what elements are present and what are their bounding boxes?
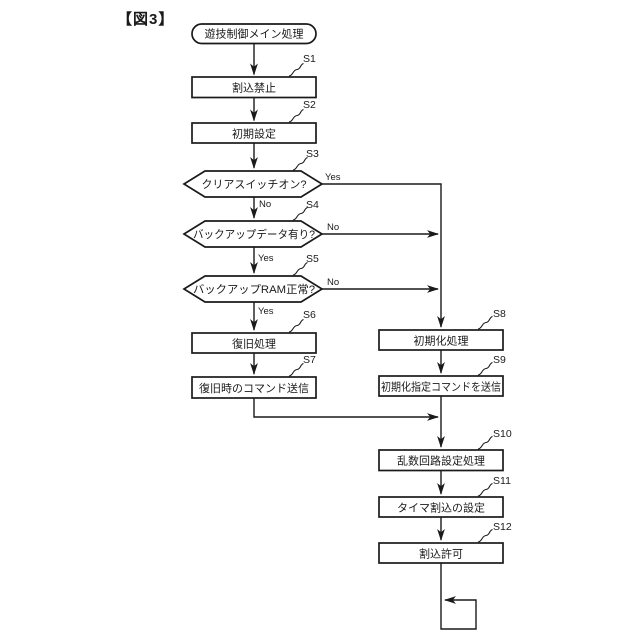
node-s2: 初期設定 S2: [191, 99, 317, 144]
edge-s12-loopback: [440, 563, 477, 630]
node-s10-step-id: S10: [493, 428, 512, 440]
node-s8-leader-line: [477, 315, 493, 330]
node-start: 遊技制御メイン処理: [191, 23, 317, 45]
node-s7-leader-line: [288, 362, 304, 377]
node-s12-step-id: S12: [493, 521, 512, 533]
node-s7-label: 復旧時のコマンド送信: [199, 381, 309, 395]
node-s10: 乱数回路設定処理 S10: [378, 428, 512, 472]
node-s4-step-id: S4: [306, 199, 319, 211]
edge-s7-merge: [253, 398, 439, 421]
node-s11-shape: [378, 496, 504, 518]
node-s6-label: 復旧処理: [232, 338, 276, 351]
node-s6-step-id: S6: [303, 309, 316, 321]
node-s5: バックアップRAM正常? S5: [182, 253, 324, 303]
decision-s5-no-label: No: [327, 277, 339, 288]
node-s1: 割込禁止 S1: [191, 53, 317, 99]
node-s11-leader-line: [477, 482, 493, 497]
node-s9-step-id: S9: [493, 354, 506, 366]
figure-label: 【図3】: [117, 10, 174, 28]
node-s1-label: 割込禁止: [232, 81, 276, 95]
node-s2-shape: [191, 122, 317, 144]
node-s2-label: 初期設定: [232, 127, 276, 141]
node-s4: バックアップデータ有り? S4: [182, 199, 324, 248]
node-s5-leader-line: [292, 261, 308, 276]
node-s3-leader-line: [292, 156, 308, 171]
node-s6-leader-line: [288, 318, 304, 333]
start-terminal-label: 遊技制御メイン処理: [205, 27, 304, 41]
node-s3-label: クリアスイッチオン?: [201, 178, 306, 191]
node-s8-shape: [378, 329, 504, 351]
node-s12: 割込許可 S12: [378, 521, 512, 564]
node-s12-shape: [378, 542, 504, 564]
node-s8: 初期化処理 S8: [378, 308, 506, 351]
decision-s5-yes-label: Yes: [258, 306, 274, 317]
node-s8-step-id: S8: [493, 308, 506, 320]
decision-s3-no-label: No: [259, 199, 271, 210]
node-s5-shape: [182, 275, 324, 303]
node-s8-label: 初期化処理: [414, 334, 469, 348]
edge-s3-yes-s8: [322, 183, 445, 328]
node-s10-label: 乱数回路設定処理: [397, 454, 485, 468]
node-s1-shape: [191, 76, 317, 99]
node-s7-step-id: S7: [303, 354, 316, 366]
node-s11-step-id: S11: [493, 475, 511, 487]
branch-labels: Yes No No Yes No Yes: [258, 172, 341, 317]
node-s5-step-id: S5: [306, 253, 319, 265]
node-s9-shape: [378, 375, 504, 397]
node-s3: クリアスイッチオン? S3: [182, 148, 324, 198]
node-s2-leader-line: [288, 108, 304, 123]
decision-s4-no-label: No: [327, 222, 339, 233]
start-terminal-shape: [191, 23, 317, 45]
node-s10-leader-line: [477, 435, 493, 450]
node-s2-step-id: S2: [303, 99, 316, 111]
node-s9: 初期化指定コマンドを送信 S9: [378, 354, 506, 397]
node-s12-label: 割込許可: [419, 547, 463, 561]
flow-connectors: [250, 43, 477, 630]
node-s1-leader-line: [288, 62, 304, 77]
node-s4-leader-line: [292, 206, 308, 221]
node-s9-label: 初期化指定コマンドを送信: [381, 380, 501, 394]
node-s9-leader-line: [477, 361, 493, 376]
node-s11-label: タイマ割込の設定: [397, 501, 485, 515]
node-s3-step-id: S3: [306, 148, 319, 160]
node-s12-leader-line: [477, 528, 493, 543]
node-s7: 復旧時のコマンド送信 S7: [191, 354, 317, 399]
node-s3-shape: [182, 170, 324, 198]
decision-s3-yes-label: Yes: [325, 172, 341, 183]
node-s4-label: バックアップデータ有り?: [193, 227, 315, 241]
node-s6-shape: [191, 332, 317, 354]
node-s4-shape: [182, 220, 324, 248]
node-s11: タイマ割込の設定 S11: [378, 475, 511, 518]
node-s1-step-id: S1: [303, 53, 316, 65]
node-s5-label: バックアップRAM正常?: [193, 283, 315, 296]
decision-s4-yes-label: Yes: [258, 253, 274, 264]
node-s10-shape: [378, 449, 504, 472]
node-s6: 復旧処理 S6: [191, 309, 317, 354]
node-s7-shape: [191, 376, 317, 399]
